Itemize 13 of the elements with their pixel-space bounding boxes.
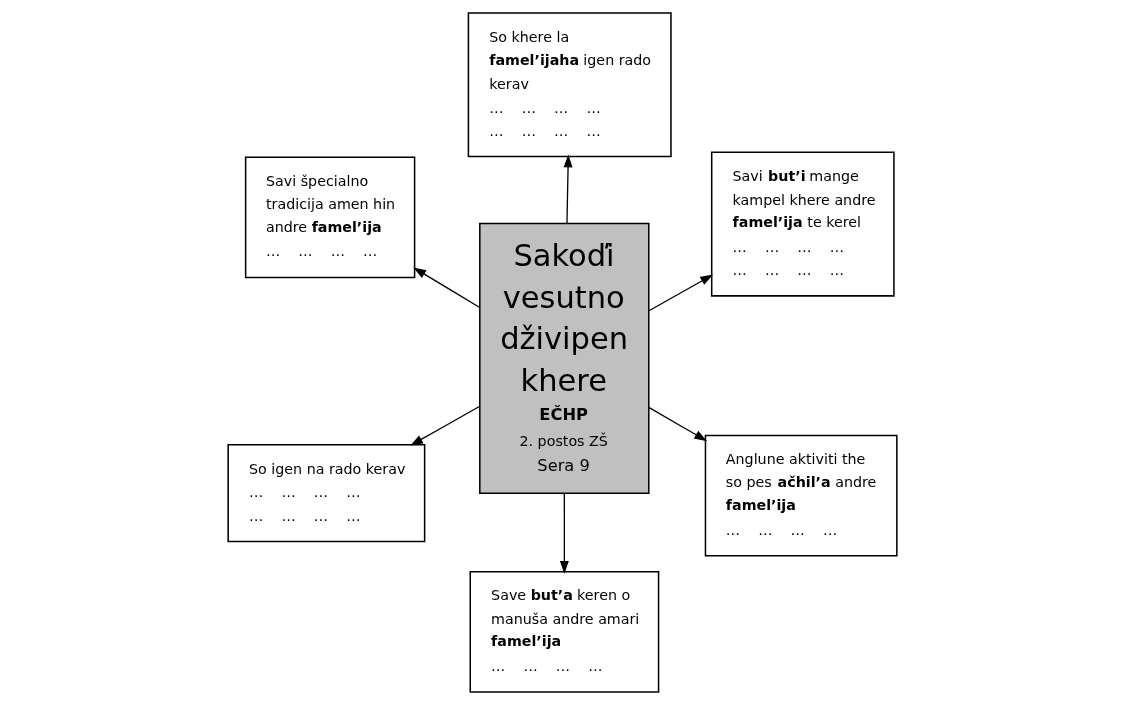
node-box: Anglune aktiviti the so pes ačhil’a andre famel’ija … … … …: [704, 434, 898, 556]
node-box: Save but’a keren o manuša andre amari famel’ija … … … …: [469, 570, 659, 693]
arrow: [412, 266, 480, 308]
node-box: So khere la famel’ijaha igen rado kerav … … … … … … … …: [467, 11, 672, 157]
node-box: Sakoďi vesutno dživipen khere EČHP 2. postos ZŠ Sera 9: [478, 222, 650, 494]
arrow: [647, 274, 713, 311]
arrow: [647, 406, 707, 441]
arrow: [409, 405, 480, 446]
node-box: Savi but’i mange kampel khere andre famel’ija te kerel … … … … … … … …: [710, 151, 895, 297]
arrow: [563, 154, 573, 224]
node-box: Savi špecialno tradicija amen hin andre famel’ija … … … …: [244, 156, 415, 278]
arrow: [559, 492, 569, 574]
node-box: So igen na rado kerav … … … … … … … …: [226, 443, 425, 542]
